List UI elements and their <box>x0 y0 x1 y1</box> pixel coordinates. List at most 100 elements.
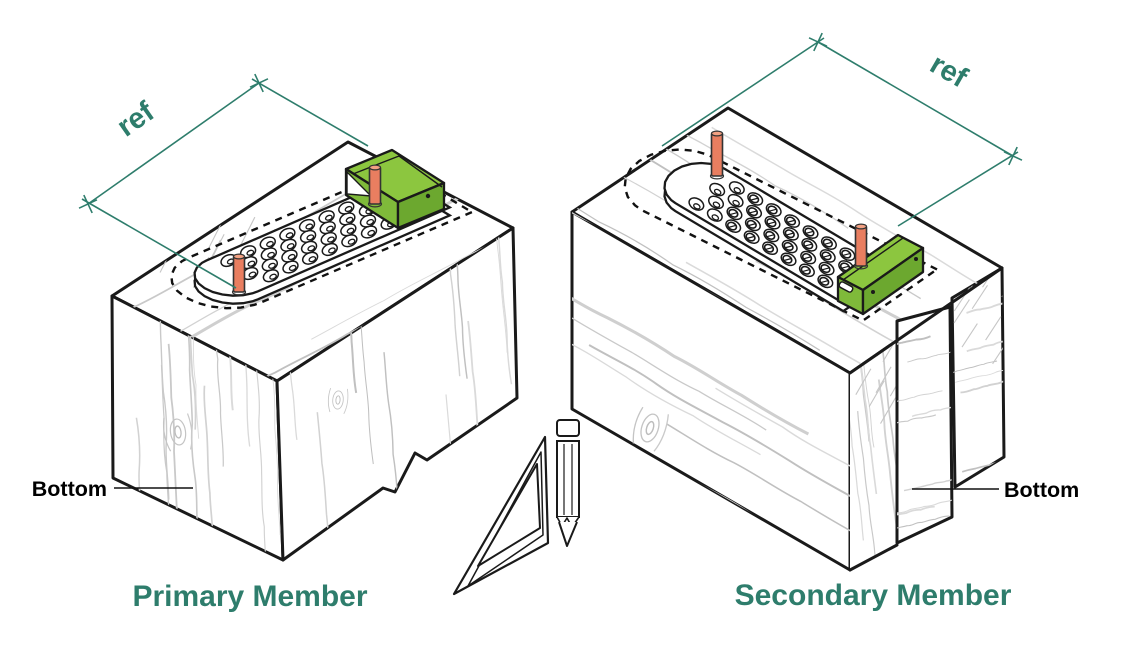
wood-grain <box>952 298 1004 473</box>
plate-hole <box>743 230 760 244</box>
plate-hole <box>281 249 298 263</box>
cap-lip-line <box>352 155 443 188</box>
secondary-top-right-edge <box>848 266 1004 375</box>
plate-hole <box>239 245 257 259</box>
peg-body <box>854 225 868 267</box>
wood-grain <box>897 335 952 530</box>
secondary-bottom-edge <box>848 543 899 572</box>
dowel-peg <box>709 130 725 180</box>
bottom-callout-right: Bottom <box>912 478 1079 502</box>
plate-hole <box>762 241 779 256</box>
dimension-tick-icon <box>249 73 269 93</box>
bottom-callout-left: Bottom <box>32 477 193 501</box>
plate-hole <box>782 226 799 241</box>
plate-hole <box>301 251 319 265</box>
wood-knot <box>327 387 349 415</box>
plate-hole <box>802 225 819 239</box>
cap-end-face <box>861 246 925 316</box>
plate-hole <box>259 236 276 250</box>
plate-hole <box>341 234 358 248</box>
plate-hole <box>728 181 745 195</box>
cap-end-face <box>396 181 446 230</box>
plate-hole <box>784 214 801 228</box>
plate-hole <box>726 206 743 221</box>
peg-body <box>368 166 382 205</box>
extension-line <box>251 78 369 147</box>
ref-label-right: ref <box>924 48 972 94</box>
plate-hole <box>318 210 335 224</box>
plate-hole <box>261 258 279 272</box>
plate-hole <box>817 274 834 289</box>
primary-member-block <box>110 140 519 562</box>
peg-top <box>368 164 382 171</box>
peg-body <box>710 132 724 177</box>
plate-hole <box>819 249 836 263</box>
plate-hole <box>338 201 355 215</box>
extension-line <box>897 151 1019 227</box>
extension-line <box>81 198 237 289</box>
green-end-cap-right <box>836 233 925 316</box>
pencil-body <box>556 440 580 518</box>
plate-hole <box>279 227 296 241</box>
green-end-cap-left <box>344 148 446 230</box>
plate-hole <box>763 228 780 243</box>
peg-top <box>854 223 868 230</box>
wood-knot <box>162 413 193 452</box>
peg-top <box>232 253 246 260</box>
plate-hole <box>747 192 764 206</box>
plate-outline-dashed <box>170 166 475 310</box>
plate-hole <box>300 240 318 254</box>
plate-hole <box>745 204 763 219</box>
cap-screw-hole <box>914 257 918 261</box>
plate-hole <box>780 252 797 267</box>
plate-hole <box>801 238 818 252</box>
plate-hole <box>359 214 377 228</box>
plate-hole <box>727 193 744 208</box>
dowel-peg <box>231 253 247 296</box>
plate-hole <box>820 236 837 250</box>
plate-hole <box>298 218 316 233</box>
dowel-peg <box>853 223 869 270</box>
cap-screw-hole <box>425 193 431 199</box>
plate-hole <box>781 239 798 254</box>
pencil-eraser <box>556 419 580 437</box>
primary-member-label: Primary Member <box>132 580 367 613</box>
dimension-line <box>87 82 260 205</box>
dimension-tick-icon <box>78 194 98 214</box>
peg-top <box>710 130 724 137</box>
dimension-line <box>817 41 1014 157</box>
plate-hole <box>764 215 781 230</box>
cap-screw-hole <box>871 290 875 294</box>
plate-hole <box>798 263 815 278</box>
cap-plate-notch <box>346 170 373 197</box>
dowel-peg <box>367 164 383 208</box>
plate-hole <box>707 195 725 210</box>
plate-hole <box>818 261 835 276</box>
plate-hole <box>725 219 742 233</box>
dimension-tick-icon <box>1003 146 1023 166</box>
cap-slot <box>838 281 854 293</box>
pencil-icon <box>556 419 580 547</box>
plate-outline-dashed <box>623 148 940 322</box>
plate-hole <box>340 223 357 237</box>
bottom-label-right: Bottom <box>1004 478 1079 502</box>
plate-hole <box>282 260 299 274</box>
primary-side-face <box>275 226 519 562</box>
secondary-tongue-face <box>895 305 954 545</box>
plate-hole <box>839 247 856 262</box>
plate-hole <box>709 182 726 197</box>
pencil-tip <box>558 521 578 547</box>
plate-holes-right <box>688 181 856 289</box>
secondary-member-block <box>570 106 1006 572</box>
bottom-label-left: Bottom <box>32 477 107 501</box>
extension-line <box>661 37 825 147</box>
square-cutout <box>477 463 541 567</box>
secondary-recessed-strip <box>850 340 897 570</box>
plate-hole <box>688 197 705 211</box>
plate-hole <box>800 250 817 265</box>
plate-hole <box>765 203 782 217</box>
speed-square-icon <box>452 435 550 596</box>
ref-label-left: ref <box>111 96 160 144</box>
